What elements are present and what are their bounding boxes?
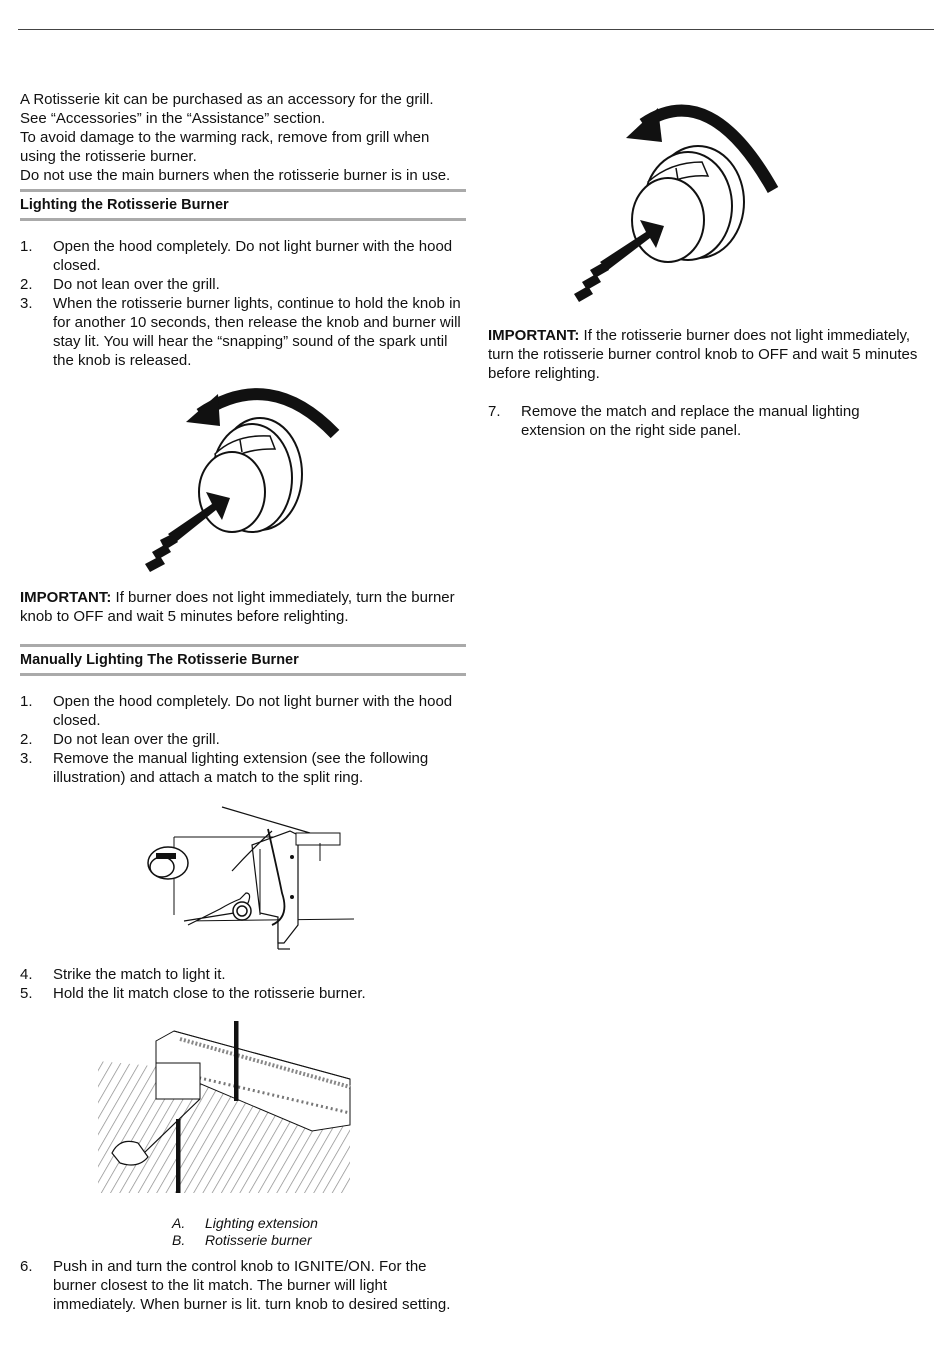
manual-steps-continued: 4.Strike the match to light it. 5.Hold t… xyxy=(20,965,466,1003)
side-panel-illustration xyxy=(147,806,355,950)
intro-line: Do not use the main burners when the rot… xyxy=(20,167,451,184)
right-steps: 7.Remove the match and replace the manua… xyxy=(488,402,918,440)
section-heading-manual: Manually Lighting The Rotisserie Burner xyxy=(20,644,466,676)
list-item: 3.Remove the manual lighting extension (… xyxy=(20,750,429,786)
section-heading-lighting: Lighting the Rotisserie Burner xyxy=(20,189,466,221)
intro-line: To avoid damage to the warming rack, rem… xyxy=(20,129,430,165)
figure-captions: A.Lighting extension B.Rotisserie burner xyxy=(172,1215,466,1249)
list-item: 1.Open the hood completely. Do not light… xyxy=(20,693,453,729)
list-item: 3.When the rotisserie burner lights, con… xyxy=(20,295,461,369)
important-note: IMPORTANT: If burner does not light imme… xyxy=(20,588,466,626)
list-item: 1.Open the hood completely. Do not light… xyxy=(20,238,453,274)
caption-item: B.Rotisserie burner xyxy=(172,1232,312,1248)
manual-steps-final: 6.Push in and turn the control knob to I… xyxy=(20,1257,466,1314)
list-item: 2.Do not lean over the grill. xyxy=(20,276,220,293)
important-label: IMPORTANT: xyxy=(488,327,580,344)
intro-line: See “Accessories” in the “Assistance” se… xyxy=(20,110,326,127)
top-rule xyxy=(18,29,934,30)
list-item: 6.Push in and turn the control knob to I… xyxy=(20,1258,451,1313)
burner-illustration xyxy=(98,1021,351,1193)
important-label: IMPORTANT: xyxy=(20,589,112,606)
important-text: If the rotisserie burner does not light … xyxy=(488,327,918,382)
intro-text: A Rotisserie kit can be purchased as an … xyxy=(20,90,466,185)
knob-illustration xyxy=(574,104,779,302)
list-item: 4.Strike the match to light it. xyxy=(20,966,226,983)
list-item: 7.Remove the match and replace the manua… xyxy=(488,403,860,439)
knob-illustration xyxy=(145,388,340,572)
caption-item: A.Lighting extension xyxy=(172,1215,318,1231)
intro-line: A Rotisserie kit can be purchased as an … xyxy=(20,91,434,108)
list-item: 5.Hold the lit match close to the rotiss… xyxy=(20,985,366,1002)
important-text: If burner does not light immediately, tu… xyxy=(20,589,455,625)
list-item: 2.Do not lean over the grill. xyxy=(20,731,220,748)
left-column: A Rotisserie kit can be purchased as an … xyxy=(20,90,466,1314)
lighting-steps: 1.Open the hood completely. Do not light… xyxy=(20,237,466,370)
manual-steps: 1.Open the hood completely. Do not light… xyxy=(20,692,466,787)
right-column: IMPORTANT: If the rotisserie burner does… xyxy=(488,90,918,440)
important-note: IMPORTANT: If the rotisserie burner does… xyxy=(488,326,918,383)
